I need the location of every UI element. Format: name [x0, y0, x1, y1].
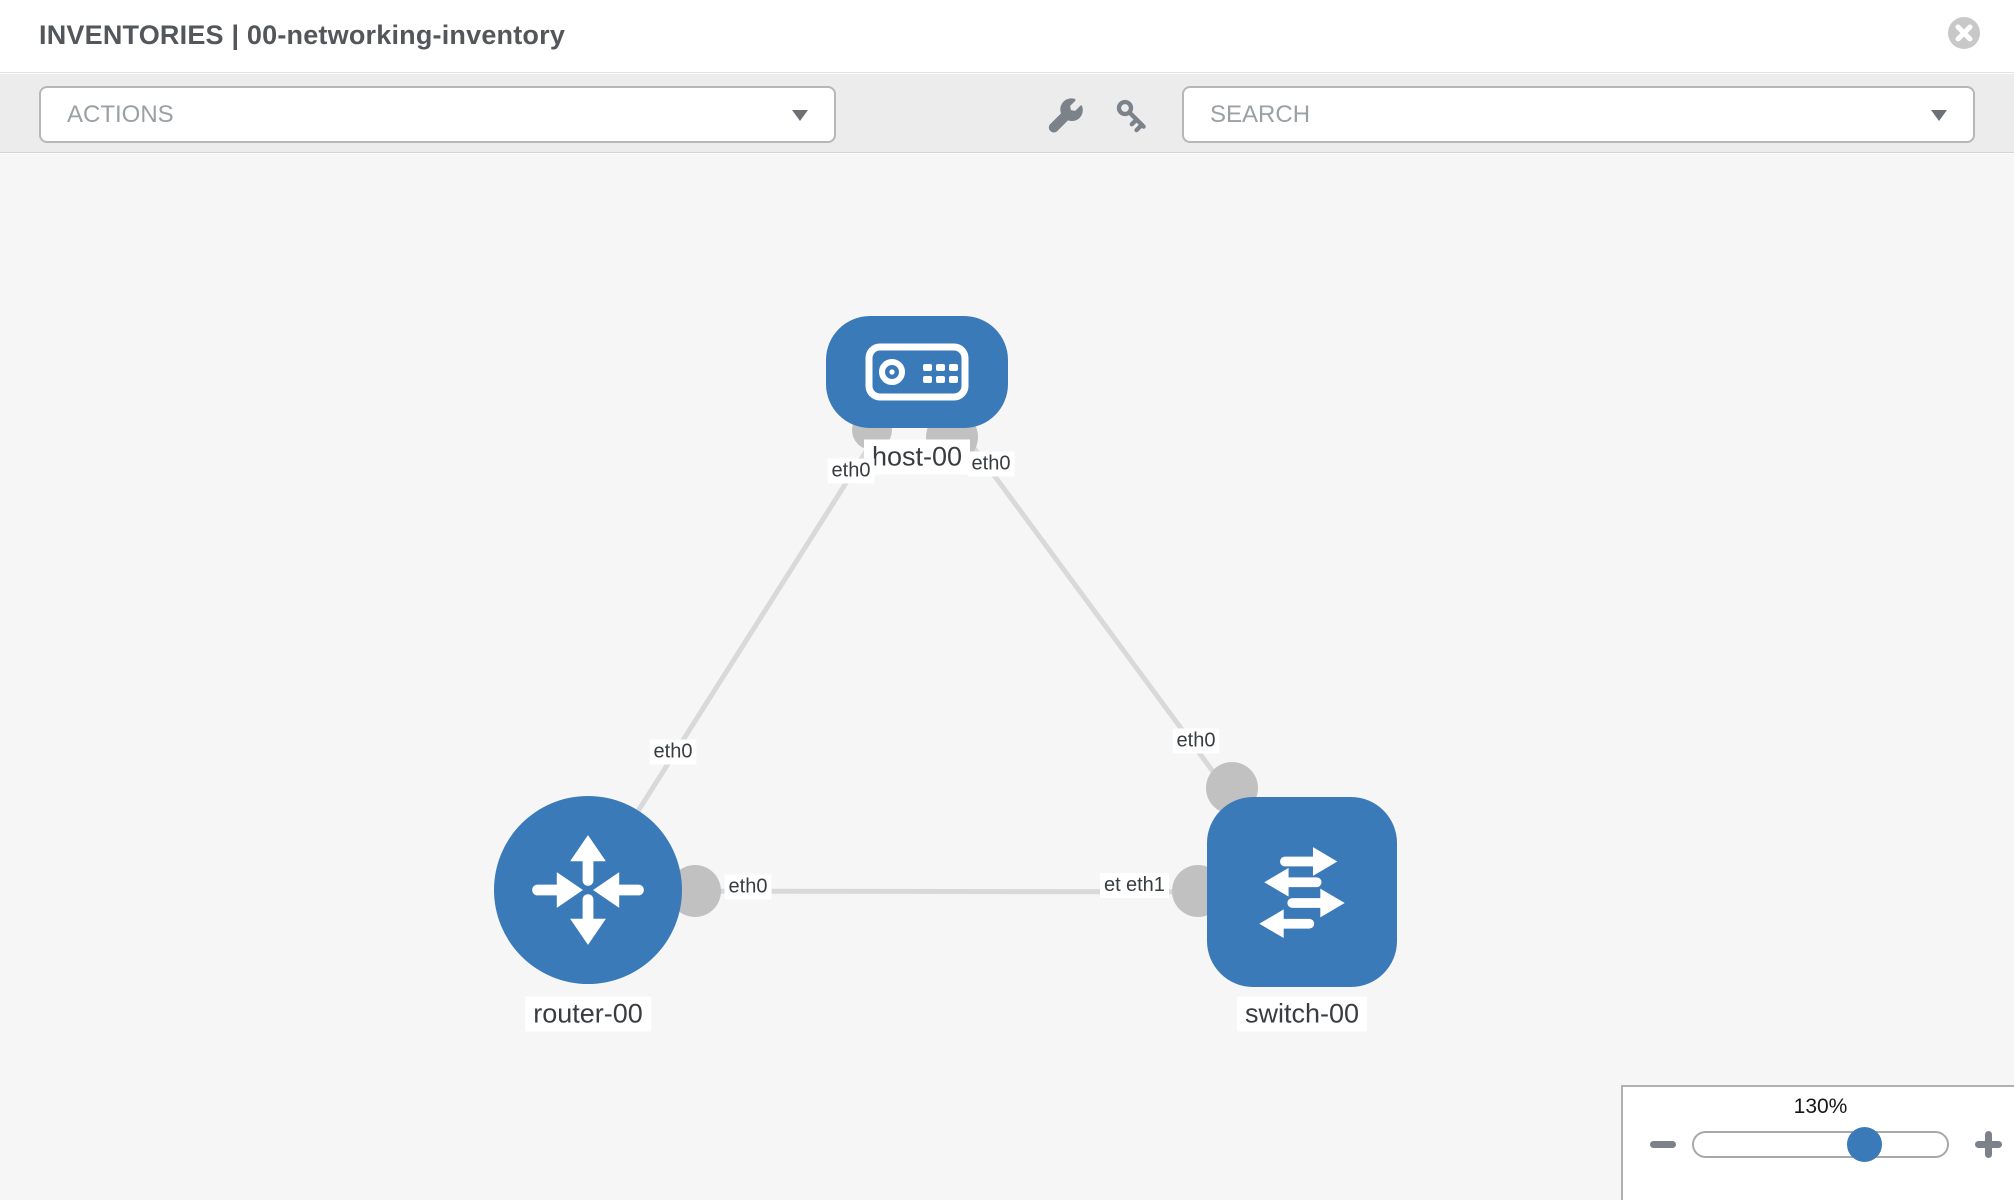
- host-icon: [865, 343, 969, 401]
- close-icon[interactable]: [1947, 16, 1981, 50]
- chevron-down-icon: [1931, 109, 1947, 121]
- toolbar: ACTIONS SEARCH: [0, 74, 2014, 153]
- actions-dropdown[interactable]: ACTIONS: [39, 86, 836, 143]
- key-icon[interactable]: [1113, 96, 1153, 136]
- node-router-00[interactable]: [494, 796, 682, 984]
- page-title: INVENTORIES | 00-networking-inventory: [39, 20, 566, 50]
- zoom-level-value: 130%: [1793, 1095, 1848, 1118]
- interface-label-host-left: eth0: [827, 458, 875, 484]
- search-dropdown[interactable]: SEARCH: [1182, 86, 1975, 143]
- topology-canvas[interactable]: host-00 router-00 switch-00 eth0 eth0 et…: [0, 154, 2014, 1200]
- zoom-panel: 130%: [1621, 1085, 2014, 1200]
- search-dropdown-label: SEARCH: [1210, 100, 1311, 128]
- router-icon: [532, 835, 644, 945]
- interface-label-host-switch: eth0: [1172, 728, 1220, 754]
- node-switch-00[interactable]: [1207, 797, 1397, 987]
- node-label-host[interactable]: host-00: [863, 439, 971, 475]
- interface-label-eth1: eth1: [1122, 873, 1169, 898]
- zoom-slider-track[interactable]: [1692, 1131, 1949, 1158]
- zoom-slider-thumb[interactable]: [1847, 1127, 1882, 1162]
- interface-label-host-router: eth0: [649, 739, 697, 765]
- node-label-switch[interactable]: switch-00: [1236, 996, 1368, 1032]
- interface-label-group-rs-switch: eth0 eth1: [1100, 873, 1169, 898]
- chevron-down-icon: [792, 109, 808, 121]
- wrench-icon[interactable]: [1046, 96, 1086, 136]
- interface-label-rs-router: eth0: [724, 874, 772, 900]
- links-layer: [585, 369, 1305, 917]
- actions-dropdown-label: ACTIONS: [67, 100, 174, 128]
- port-router-right: [669, 865, 721, 917]
- interface-label-host-right: eth0: [967, 451, 1015, 477]
- plus-bar-v: [1985, 1131, 1992, 1158]
- header: INVENTORIES | 00-networking-inventory: [0, 0, 2014, 73]
- node-host-00[interactable]: [826, 316, 1008, 428]
- zoom-out-icon[interactable]: [1650, 1141, 1676, 1148]
- link-host-router: [585, 369, 920, 892]
- node-label-router[interactable]: router-00: [525, 996, 651, 1032]
- switch-icon: [1259, 847, 1345, 939]
- zoom-in-icon[interactable]: [1968, 1125, 2008, 1165]
